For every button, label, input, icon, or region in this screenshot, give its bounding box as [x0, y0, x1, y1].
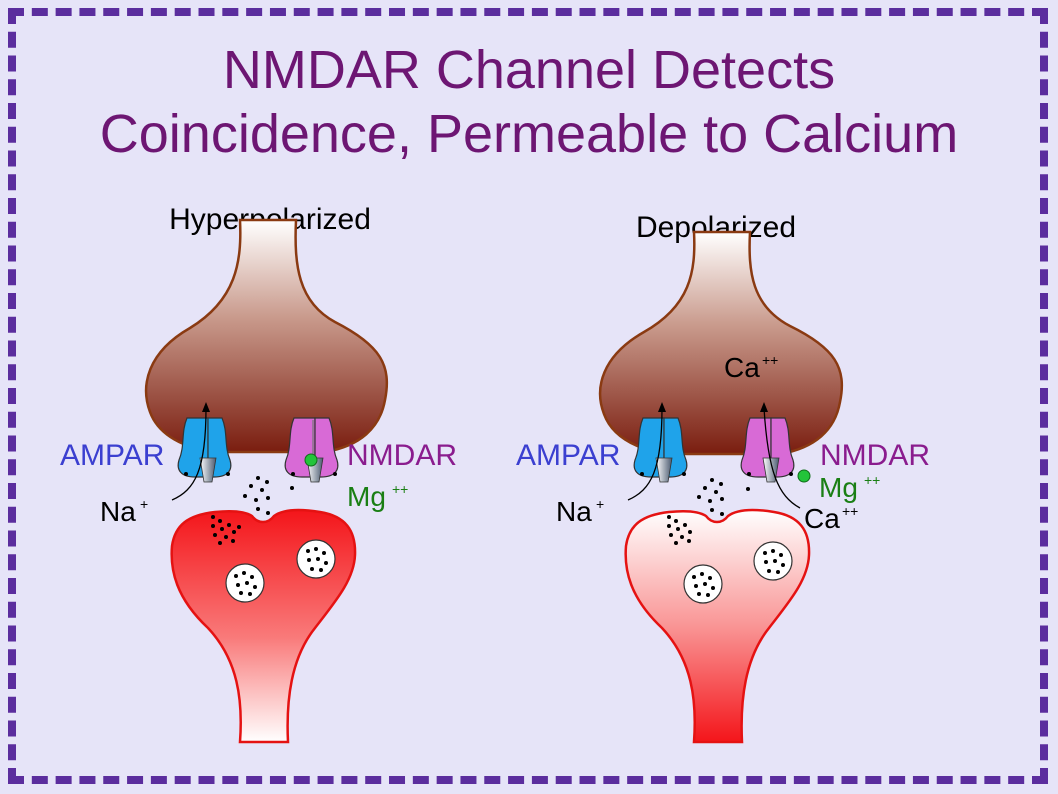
svg-text:Mg: Mg [819, 472, 858, 503]
nmdar-receptor [284, 417, 339, 483]
na-label: Na + [556, 496, 604, 527]
svg-text:Mg: Mg [347, 481, 386, 512]
panel-depolarized: Depolarized [516, 211, 930, 744]
vesicle [225, 563, 265, 603]
svg-text:++: ++ [842, 503, 858, 519]
slide-border [8, 8, 1048, 784]
svg-text:++: ++ [762, 352, 778, 368]
neurotransmitter-cluster [667, 515, 692, 545]
ampar-label: AMPAR [60, 439, 164, 472]
ampar-label: AMPAR [516, 439, 620, 472]
panel-hyperpolarized: Hyperpolarized [60, 203, 457, 744]
na-flux-arrow [171, 407, 207, 501]
nmdar-label: NMDAR [820, 439, 930, 472]
neurotransmitter-cluster [211, 515, 241, 545]
mg-ion [304, 453, 318, 467]
ca-label-intracellular: Ca ++ [724, 352, 778, 383]
svg-text:Na: Na [100, 496, 136, 527]
vesicle [753, 541, 793, 581]
ca-label-extracellular: Ca ++ [804, 503, 858, 534]
svg-text:Ca: Ca [804, 503, 840, 534]
cleft-neurotransmitter [243, 476, 294, 515]
mg-label: Mg ++ [819, 472, 880, 503]
svg-text:++: ++ [392, 481, 408, 497]
svg-text:+: + [140, 496, 148, 512]
vesicle [683, 564, 723, 604]
ampar-receptor [177, 417, 232, 483]
postsynaptic-spine [144, 218, 389, 454]
ca-flux-arrow [763, 407, 801, 509]
ampar-receptor [633, 417, 688, 483]
na-label: Na + [100, 496, 148, 527]
nmdar-label: NMDAR [347, 439, 457, 472]
mg-ion [797, 469, 811, 483]
svg-text:Ca: Ca [724, 352, 760, 383]
na-flux-arrow [627, 407, 663, 501]
svg-text:++: ++ [864, 472, 880, 488]
postsynaptic-spine [598, 230, 844, 456]
svg-text:+: + [596, 496, 604, 512]
vesicle [296, 539, 336, 579]
mg-label: Mg ++ [347, 481, 408, 512]
title-line-1: NMDAR Channel Detects [222, 40, 836, 100]
nmdar-receptor [740, 417, 795, 483]
slide-title: NMDAR Channel Detects Coincidence, Perme… [0, 38, 1058, 166]
svg-text:Na: Na [556, 496, 592, 527]
title-line-2: Coincidence, Permeable to Calcium [99, 104, 959, 164]
cleft-neurotransmitter [697, 478, 750, 516]
